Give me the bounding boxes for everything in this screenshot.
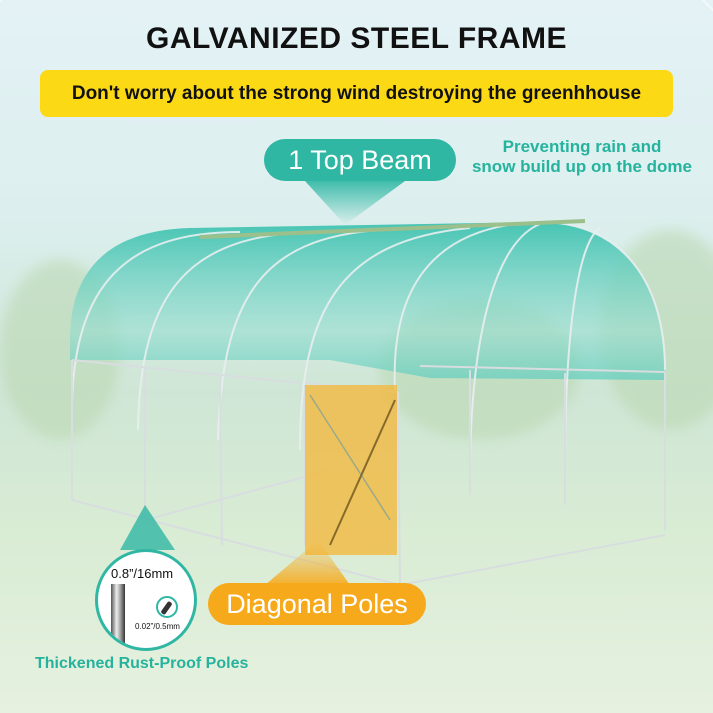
headline-banner: Don't worry about the strong wind destro… [40,70,673,117]
diagonal-pointer [265,540,350,585]
pole-icon [111,584,125,648]
door-panel [305,385,397,555]
pole-thickness: 0.02”/0.5mm [135,622,180,631]
top-beam-label: 1 Top Beam [264,139,456,181]
note-line-2: snow build up on the dome [471,157,693,176]
page-title: GALVANIZED STEEL FRAME [145,22,567,55]
diagonal-pole [329,399,396,546]
top-beam-note: Preventing rain and snow build up on the… [462,137,702,177]
pole-diameter: 0.8”/16mm [111,566,174,581]
cover-dome [70,222,665,420]
pole-detail-circle: 0.8”/16mm 0.02”/0.5mm [95,549,197,651]
banner-text: Don't worry about the strong wind destro… [71,82,642,104]
pole-cross-section-icon [156,596,178,618]
diagonal-poles-label: Diagonal Poles [208,583,426,625]
note-line-1: Preventing rain and [502,137,662,156]
pole-pointer [120,505,175,550]
pole-caption: Thickened Rust-Proof Poles [35,655,249,672]
top-beam-pointer [305,181,405,225]
top-beam [199,219,586,239]
